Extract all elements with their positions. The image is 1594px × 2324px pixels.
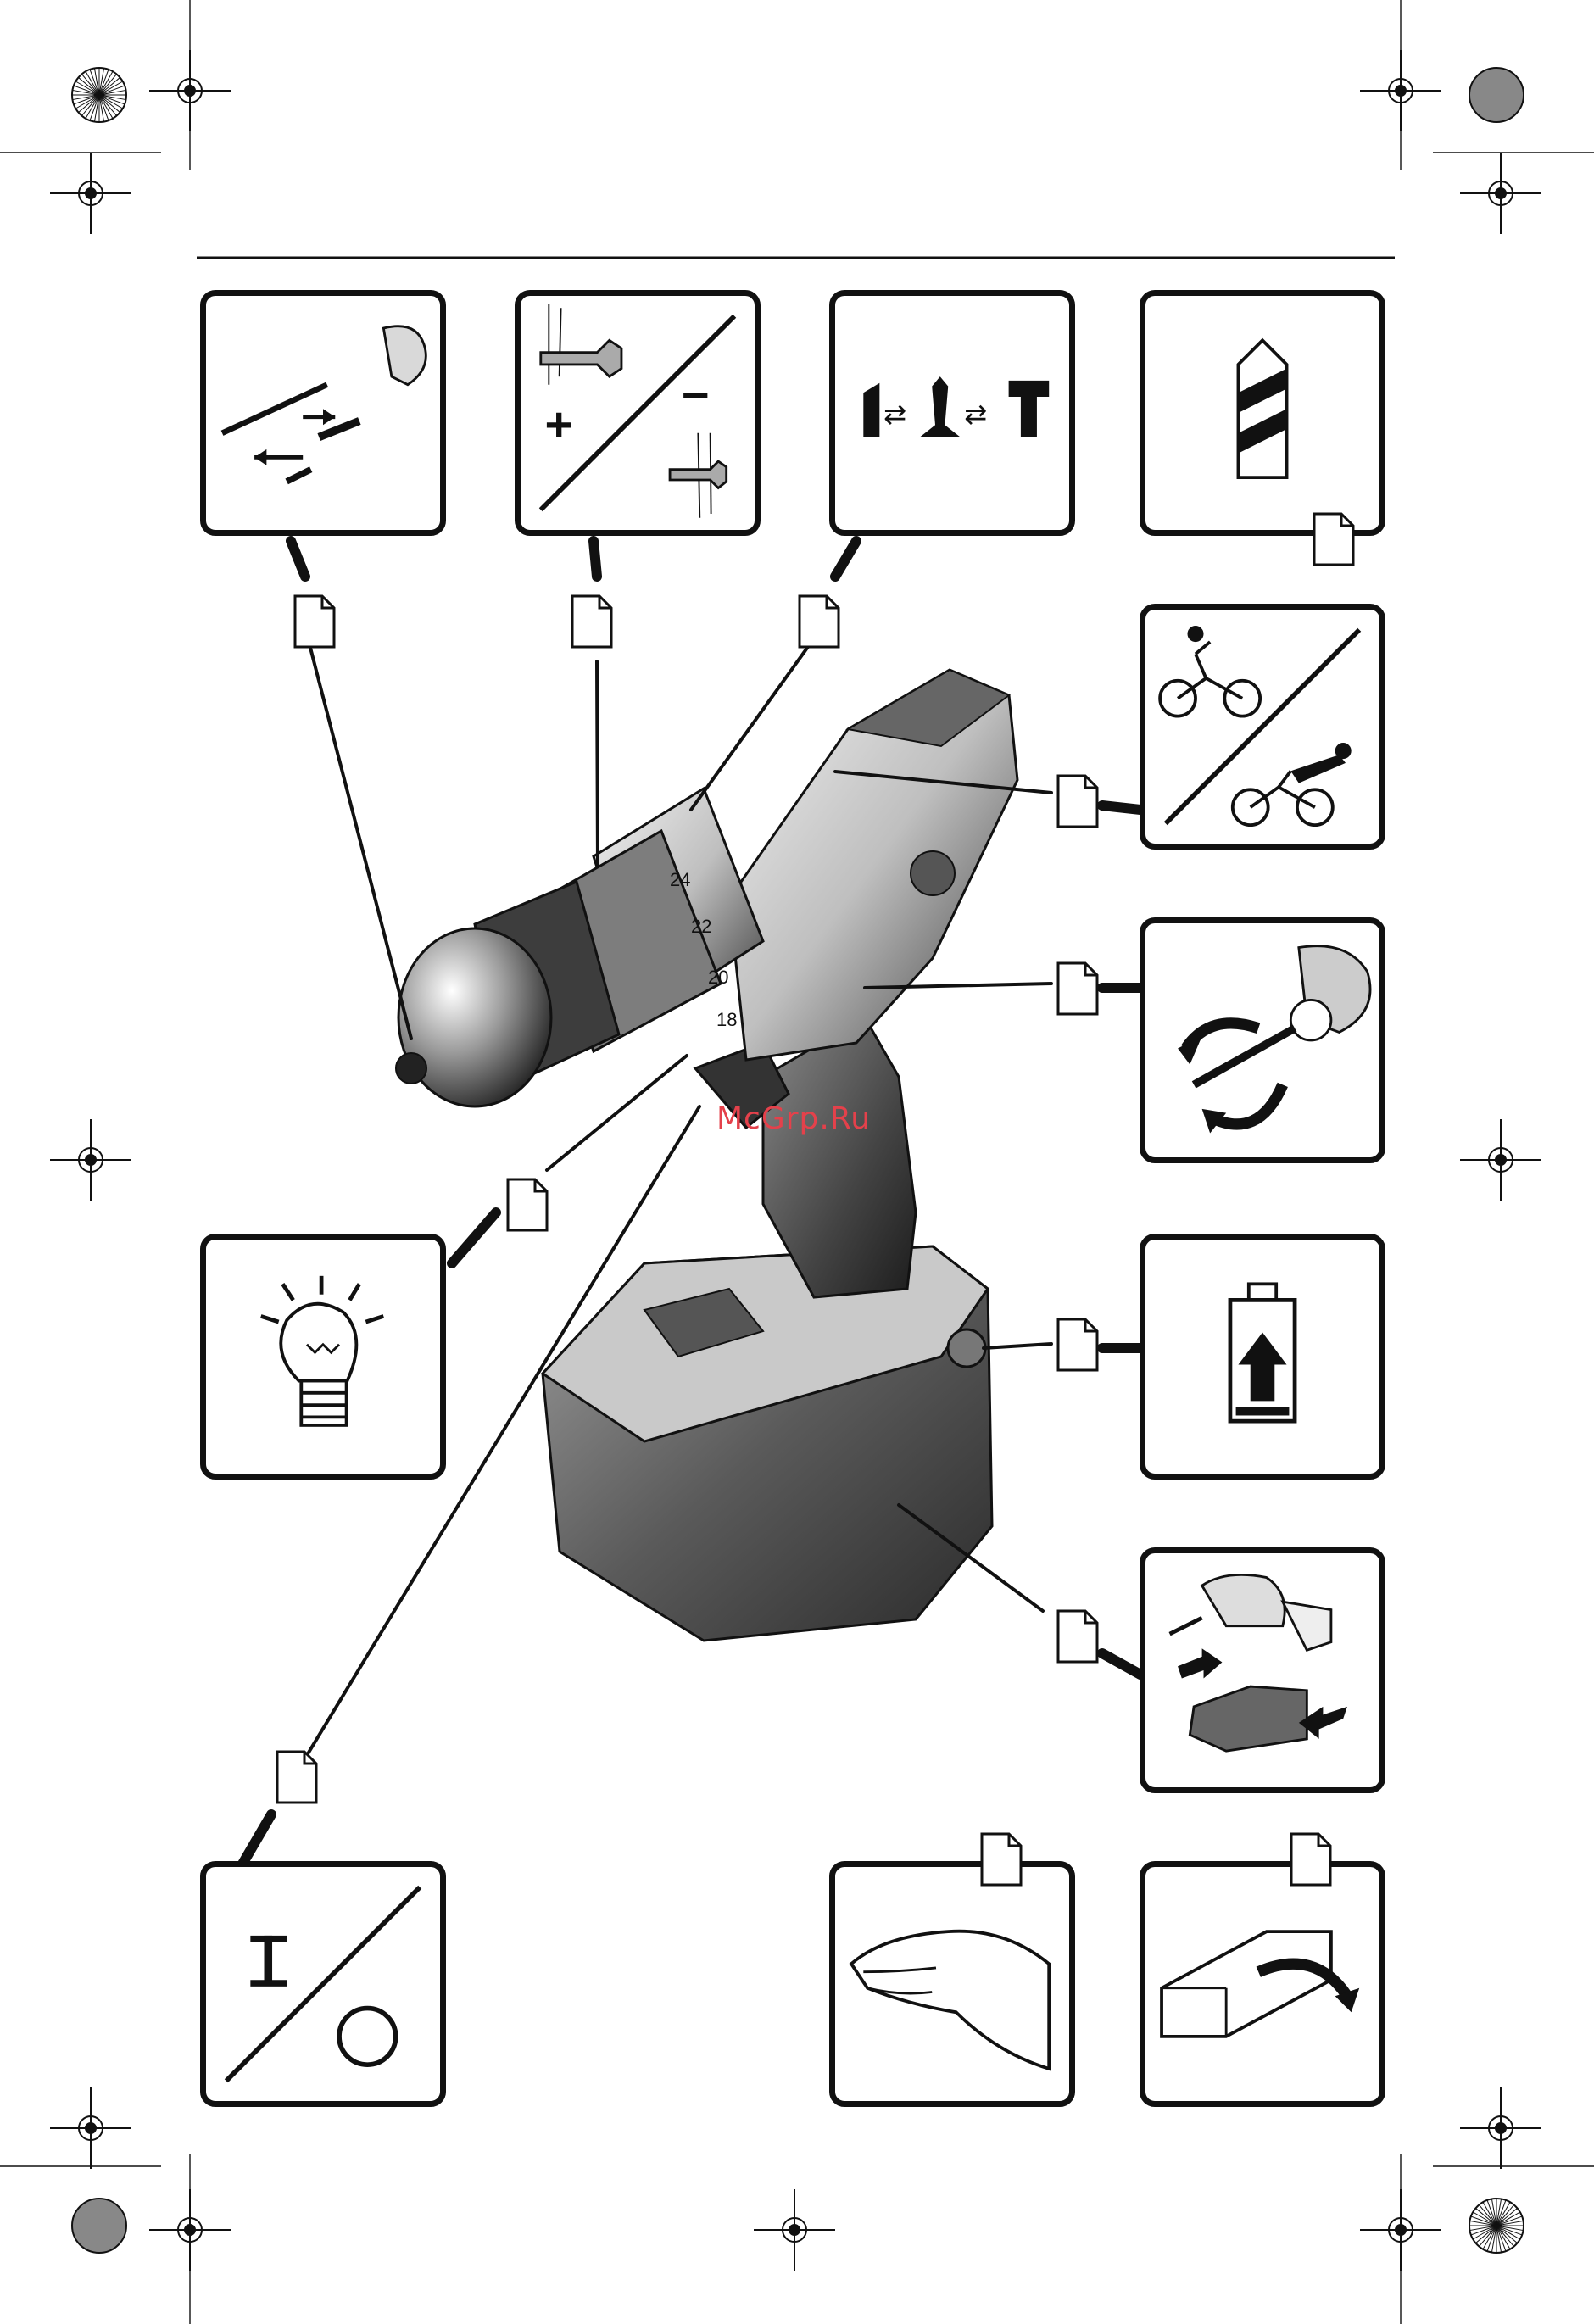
document-icon [1289,1831,1333,1887]
document-icon [1056,1608,1100,1664]
panel-work-light [200,1234,446,1480]
rotation-direction-icon [1145,923,1379,1157]
work-light-icon [206,1240,440,1474]
watermark: McGrp.Ru [716,1101,871,1136]
torque-plus-minus-icon: + – [521,296,755,530]
document-icon [1056,961,1100,1017]
mode-select-icon: ⇄ ⇄ [835,296,1069,530]
panel-hand-grip [829,1861,1075,2107]
document-icon [979,1831,1023,1887]
panel-unpack [1140,1861,1385,2107]
panel-battery-removal [1140,1547,1385,1793]
document-icon [275,1749,319,1805]
mode-arrow: ⇄ [883,398,906,430]
torque-number: 22 [691,916,711,937]
panel-bit-change [200,290,446,536]
mode-arrow: ⇄ [964,398,987,430]
panel-mode-select: ⇄ ⇄ [829,290,1075,536]
unpack-icon [1145,1867,1379,2101]
on-off-switch-icon [206,1867,440,2101]
drill-bit-icon [1145,296,1379,530]
panel-rotation-direction [1140,917,1385,1163]
hand-grip-icon [835,1867,1069,2101]
document-icon [293,594,337,649]
speed-gear-icon [1145,610,1379,844]
panel-battery-charge [1140,1234,1385,1480]
document-icon [570,594,614,649]
battery-removal-icon [1145,1553,1379,1787]
document-icon [1056,773,1100,829]
panel-drill-bit [1140,290,1385,536]
watermark-text: McGrp.Ru [716,1101,871,1136]
torque-number: 20 [708,967,728,988]
panel-torque: + – [515,290,761,536]
panel-speed-gear [1140,604,1385,850]
svg-text:–: – [682,365,709,420]
document-icon [1312,511,1356,567]
battery-charge-icon [1145,1240,1379,1474]
document-icon [797,594,841,649]
torque-number: 18 [716,1009,737,1030]
bit-change-icon [206,296,440,530]
svg-text:+: + [545,398,573,452]
panel-on-off [200,1861,446,2107]
document-icon [505,1177,549,1233]
torque-number: 24 [670,869,690,890]
document-icon [1056,1317,1100,1373]
